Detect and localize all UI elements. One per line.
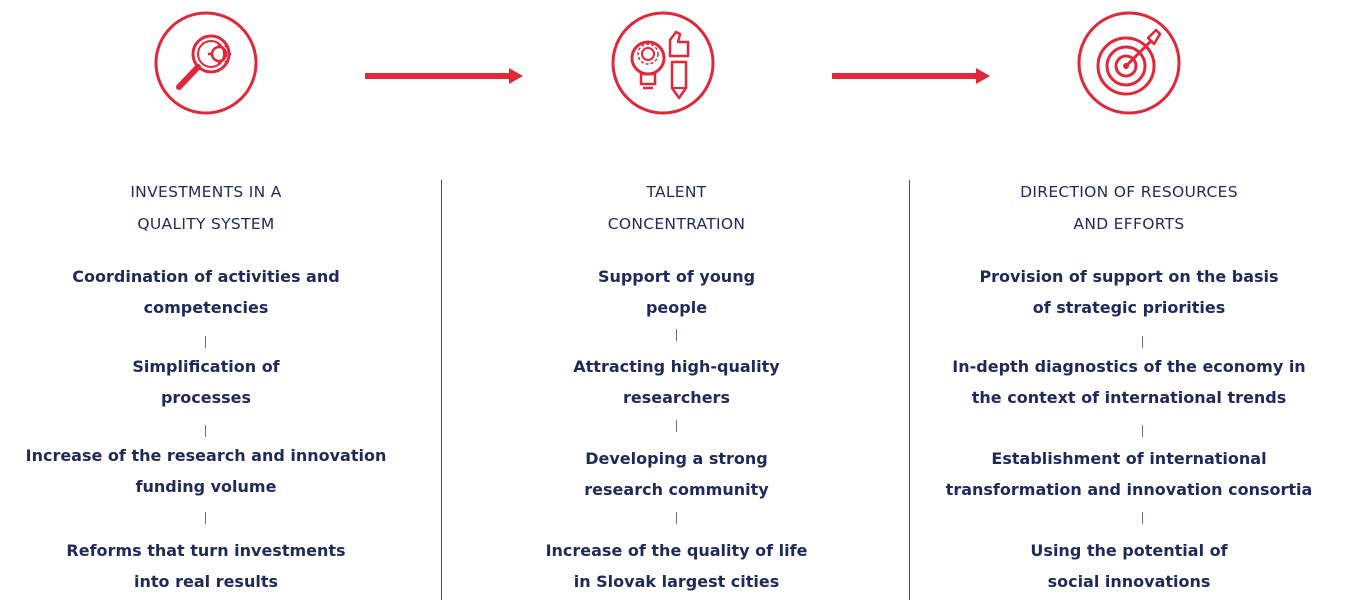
magnifier-gear-icon <box>154 11 258 115</box>
item-separator <box>205 425 206 437</box>
item-separator <box>1142 425 1143 437</box>
item-separator <box>1142 336 1143 348</box>
item-separator <box>676 512 677 524</box>
column-divider-2 <box>909 180 910 600</box>
column-direction: DIRECTION OF RESOURCES AND EFFORTS Provi… <box>912 0 1346 602</box>
column-divider-1 <box>441 180 442 600</box>
item-separator <box>676 329 677 341</box>
column-investments: INVESTMENTS IN A QUALITY SYSTEM Coordina… <box>0 0 412 602</box>
item-separator <box>676 420 677 432</box>
column-heading: TALENT CONCENTRATION <box>607 183 746 233</box>
arrow-2-to-3 <box>832 68 990 84</box>
item-separator <box>1142 512 1143 524</box>
arrow-1-to-2 <box>365 68 523 84</box>
column-heading: INVESTMENTS IN A QUALITY SYSTEM <box>130 183 282 233</box>
lightbulb-thumbs-up-pencil-icon <box>611 11 715 115</box>
item-separator <box>205 512 206 524</box>
item-separator <box>205 336 206 348</box>
target-dart-icon <box>1077 11 1181 115</box>
column-heading: DIRECTION OF RESOURCES AND EFFORTS <box>1020 183 1238 233</box>
